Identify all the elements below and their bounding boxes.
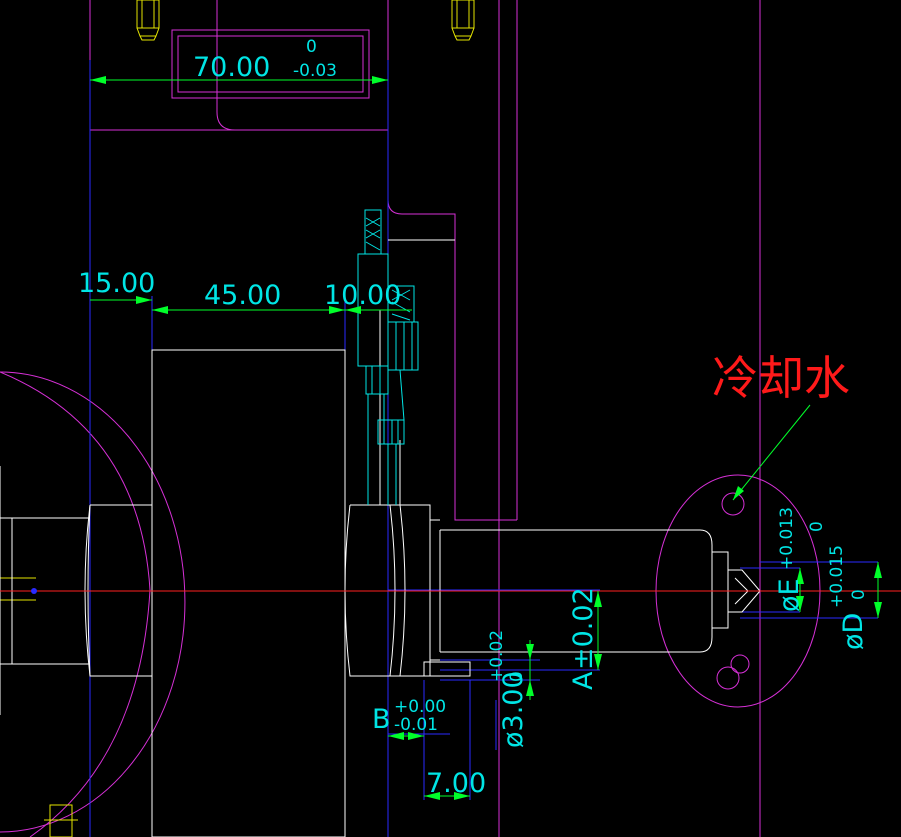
- coolant-fitting: [357, 209, 419, 505]
- bolt-left-side: [0, 577, 36, 601]
- dim-top-width-lower: -0.03: [293, 61, 337, 81]
- dim-a-tol: ±0.02: [568, 587, 599, 670]
- dim-bottom-width: 7.00: [426, 768, 486, 799]
- dim-b-lower: -0.01: [394, 715, 438, 735]
- dim-b: B +0.00 -0.01: [372, 697, 446, 735]
- dim-d-upper: +0.015: [827, 545, 847, 608]
- dim-left-offset: 15.00: [78, 268, 155, 299]
- part-outline-white: [0, 239, 761, 837]
- dim-e-upper: +0.013: [777, 507, 797, 570]
- dim-right-offset: 10.00: [324, 280, 401, 311]
- dim-a-label: A: [568, 671, 599, 690]
- dim-e-label: øE: [774, 578, 805, 612]
- bolt-bottom-left: [44, 804, 78, 837]
- center-mark: [31, 588, 37, 594]
- coolant-note: 冷却水: [712, 351, 850, 405]
- dim-top-width: 70.00 0 -0.03: [193, 37, 337, 83]
- dim-top-width-value: 70.00: [193, 52, 270, 83]
- bolt-right: [451, 0, 475, 41]
- dim-b-upper: +0.00: [394, 697, 446, 717]
- dim-phi3-upper: +0.02: [487, 630, 507, 682]
- dimension-lines: [90, 76, 882, 800]
- dim-middle-width: 45.00: [204, 280, 281, 311]
- dim-a: A ±0.02: [568, 587, 599, 690]
- dim-phi3-label: ø3.00: [498, 671, 529, 748]
- dim-b-label: B: [372, 704, 391, 735]
- dim-d: øD +0.015 0: [827, 545, 869, 650]
- bolt-left: [136, 0, 160, 41]
- dim-phi3-lower: 0: [507, 671, 527, 682]
- dim-e: øE +0.013 0: [774, 507, 827, 612]
- dim-d-lower: 0: [849, 589, 869, 600]
- dim-top-width-upper: 0: [306, 37, 317, 57]
- dim-e-lower: 0: [807, 521, 827, 532]
- dim-d-label: øD: [838, 613, 869, 650]
- dim-phi3: ø3.00 +0.02 0: [487, 630, 529, 748]
